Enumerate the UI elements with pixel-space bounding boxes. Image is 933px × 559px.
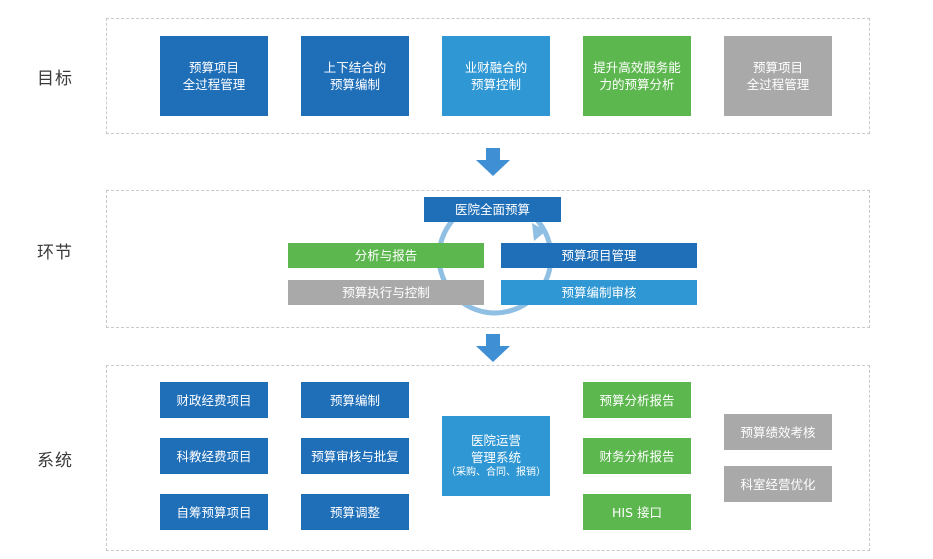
system-finance-report-box: 财务分析报告: [583, 438, 691, 474]
cycle-right-top-box: 预算项目管理: [501, 243, 697, 268]
goal-box-2: 上下结合的 预算编制: [301, 36, 409, 116]
system-fiscal-box: 财政经费项目: [160, 382, 268, 418]
row-label-links: 环节: [37, 243, 73, 263]
goal-box-3: 业财融合的 预算控制: [442, 36, 550, 116]
cycle-center-box: 医院全面预算: [424, 197, 561, 222]
system-operations-box: 医院运营 管理系统 （采购、合同、报销）: [442, 416, 550, 496]
system-dept-optimize-box: 科室经营优化: [724, 466, 832, 502]
cycle-left-top-box: 分析与报告: [288, 243, 484, 268]
system-research-box: 科教经费项目: [160, 438, 268, 474]
system-selffund-box: 自筹预算项目: [160, 494, 268, 530]
goals-panel: [106, 18, 870, 134]
systems-panel: [106, 365, 870, 551]
system-operations-subtitle: （采购、合同、报销）: [446, 467, 546, 478]
system-budget-approve-box: 预算审核与批复: [301, 438, 409, 474]
row-label-goals: 目标: [37, 69, 73, 89]
down-arrow-icon: [476, 334, 510, 362]
system-his-interface-box: HIS 接口: [583, 494, 691, 530]
cycle-left-bottom-box: 预算执行与控制: [288, 280, 484, 305]
system-budget-report-box: 预算分析报告: [583, 382, 691, 418]
system-performance-box: 预算绩效考核: [724, 414, 832, 450]
goal-box-5: 预算项目 全过程管理: [724, 36, 832, 116]
system-budget-compile-box: 预算编制: [301, 382, 409, 418]
goal-box-4: 提升高效服务能 力的预算分析: [583, 36, 691, 116]
row-label-systems: 系统: [37, 451, 73, 471]
goal-box-1: 预算项目 全过程管理: [160, 36, 268, 116]
system-operations-title: 医院运营 管理系统: [470, 433, 521, 465]
cycle-right-bottom-box: 预算编制审核: [501, 280, 697, 305]
links-panel: [106, 190, 870, 328]
down-arrow-icon: [476, 148, 510, 176]
system-budget-adjust-box: 预算调整: [301, 494, 409, 530]
